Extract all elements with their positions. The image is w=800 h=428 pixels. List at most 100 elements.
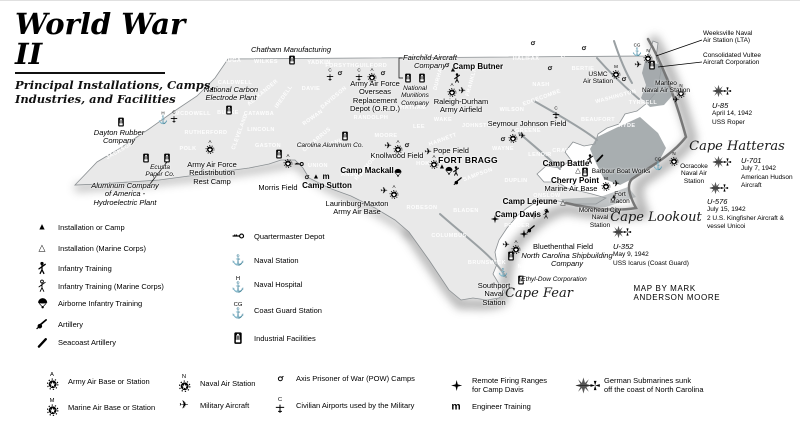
map-label: Seymour Johnson Field xyxy=(487,119,567,128)
submarine-name: U-701 xyxy=(741,156,762,165)
legend-label: Infantry Training xyxy=(58,263,112,273)
county-label: ONSLOW xyxy=(533,193,561,199)
county-label: JONES xyxy=(544,172,566,178)
marker-installation-icon: ▲ xyxy=(312,173,320,181)
county-label: MCDOWELL xyxy=(175,111,211,117)
county-label: NORTHAMPTON xyxy=(528,35,578,41)
county-label: WAYNE xyxy=(492,146,514,152)
map-label: Bluethenthal Field xyxy=(532,242,594,251)
legend-label: Naval Air Station xyxy=(200,378,256,388)
county-label: WARREN xyxy=(487,36,515,42)
county-label: PENDER xyxy=(504,223,530,229)
legend-label: Seacoast Artillery xyxy=(58,338,116,347)
map-label: FORT BRAGG xyxy=(438,155,498,165)
marker-industrial-icon xyxy=(141,153,151,163)
sunk-submarine-icon xyxy=(612,225,632,239)
map-label: Camp Sutton xyxy=(302,181,352,190)
county-label: JOHNSTON xyxy=(462,123,496,129)
marker-airborne-icon xyxy=(445,166,454,176)
county-label: ANSON xyxy=(340,172,364,178)
marker-naval-air-icon: N xyxy=(643,48,653,63)
submarine-detail: 2 U.S. Kingfisher Aircraft & xyxy=(707,214,784,222)
map-label: Southport Naval Station xyxy=(477,281,511,307)
marker-industrial-icon xyxy=(417,73,427,83)
county-label: COLUMBUS xyxy=(431,233,467,239)
map-label: Marine Air Base xyxy=(544,184,598,193)
marker-aircraft-icon: ✈ xyxy=(502,239,510,250)
legend-item: Axis Prisoner of War (POW) Camps xyxy=(270,374,415,383)
county-label: CLAY xyxy=(58,164,76,170)
submarine-detail: July 15, 1942 xyxy=(707,206,746,214)
sunk-submarine-icon xyxy=(712,84,732,98)
marker-naval-air-icon: N xyxy=(669,151,679,166)
county-label: BLADEN xyxy=(453,208,479,214)
marker-industrial-icon xyxy=(274,149,284,159)
marker-civilian-airport-icon: C xyxy=(326,68,334,82)
map-label: Ocracoke Naval Air Station xyxy=(680,163,708,185)
legend-item: ⚓Naval Station xyxy=(228,255,299,265)
marker-firing-range-icon xyxy=(490,214,500,224)
quartermaster-icon xyxy=(225,230,251,243)
legend-label: Naval Hospital xyxy=(254,280,303,289)
map-label: Ecusta Paper Co. xyxy=(145,164,175,179)
cape-label: Cape Hatteras xyxy=(689,139,785,154)
legend-label: Army Air Base or Station xyxy=(68,376,150,386)
airborne-icon xyxy=(29,298,55,310)
legend-label: Airborne Infantry Training xyxy=(58,299,143,308)
map-label: Laurinburg-Maxton Army Air Base xyxy=(325,199,389,217)
marker-installation-marine-icon: △ xyxy=(575,167,581,175)
legend-item: Seacoast Artillery xyxy=(32,338,116,348)
county-label: ROBESON xyxy=(406,205,438,211)
marker-marine-air-icon: M xyxy=(611,64,621,79)
marker-army-air-icon: A xyxy=(511,239,521,254)
legend-item: Industrial Facilities xyxy=(228,332,316,344)
legend-label: Artillery xyxy=(58,319,84,329)
county-label: WATAUGA xyxy=(210,58,242,64)
map-label: Ethyl-Dow Corporation xyxy=(521,276,587,283)
legend-item: Infantry Training xyxy=(32,261,112,275)
map-label: Carolina Aluminum Co. xyxy=(296,142,364,149)
legend-label: Quartermaster Depot xyxy=(254,231,325,241)
marker-industrial-icon xyxy=(580,167,590,177)
marker-firing-range-icon xyxy=(529,210,539,220)
artillery-icon xyxy=(29,318,55,331)
marker-artillery-icon xyxy=(453,176,463,186)
marker-army-air-icon: A xyxy=(508,128,518,143)
legend-item: △Installation (Marine Corps) xyxy=(32,243,145,254)
county-label: UNION xyxy=(308,163,328,169)
marker-naval-air-icon: N xyxy=(676,83,686,98)
sunk-submarine-icon xyxy=(712,155,732,169)
marker-army-air-icon: A xyxy=(389,184,399,199)
map-label: North Carolina Shipbuilding Company xyxy=(521,251,613,269)
county-label: ROCKINGHAM xyxy=(346,39,390,45)
marker-installation-icon: ▲ xyxy=(449,66,457,74)
county-label: WILSON xyxy=(499,107,525,113)
civilian-airport-icon: C xyxy=(267,396,293,414)
marker-civilian-airport-icon: C xyxy=(552,106,560,120)
installation-marine-icon: △ xyxy=(38,243,46,254)
cape-label: Cape Fear xyxy=(505,286,573,301)
marker-pow-icon xyxy=(380,70,387,77)
map-label: Fairchild Aircraft Company xyxy=(403,53,457,71)
map-label: Fort Macon xyxy=(610,191,630,206)
county-label: DAVIE xyxy=(301,86,321,92)
marker-engineer-icon: m xyxy=(322,172,330,181)
submarine-detail: May 9, 1942 xyxy=(613,251,649,259)
county-label: FORSYTH xyxy=(325,63,355,69)
marker-installation-icon: ▲ xyxy=(386,167,394,175)
county-label: MOORE xyxy=(374,133,398,139)
marker-industrial-icon xyxy=(116,117,126,127)
map-label: Manteo Naval Air Station xyxy=(641,80,691,95)
legend-item: German Submarines sunk off the coast of … xyxy=(575,376,704,394)
map-label: Army Air Force Overseas Replacement Depo… xyxy=(349,79,401,114)
legend-label: Coast Guard Station xyxy=(254,306,322,315)
outer-banks xyxy=(564,37,688,211)
legend-label: Marine Air Base or Station xyxy=(68,402,156,412)
map-label: Chatham Manufacturing xyxy=(250,45,332,54)
marker-seacoast-icon xyxy=(596,154,605,163)
page-subtitle: Principal Installations, Camps, Industri… xyxy=(15,77,215,107)
firing-range-icon xyxy=(443,379,469,391)
